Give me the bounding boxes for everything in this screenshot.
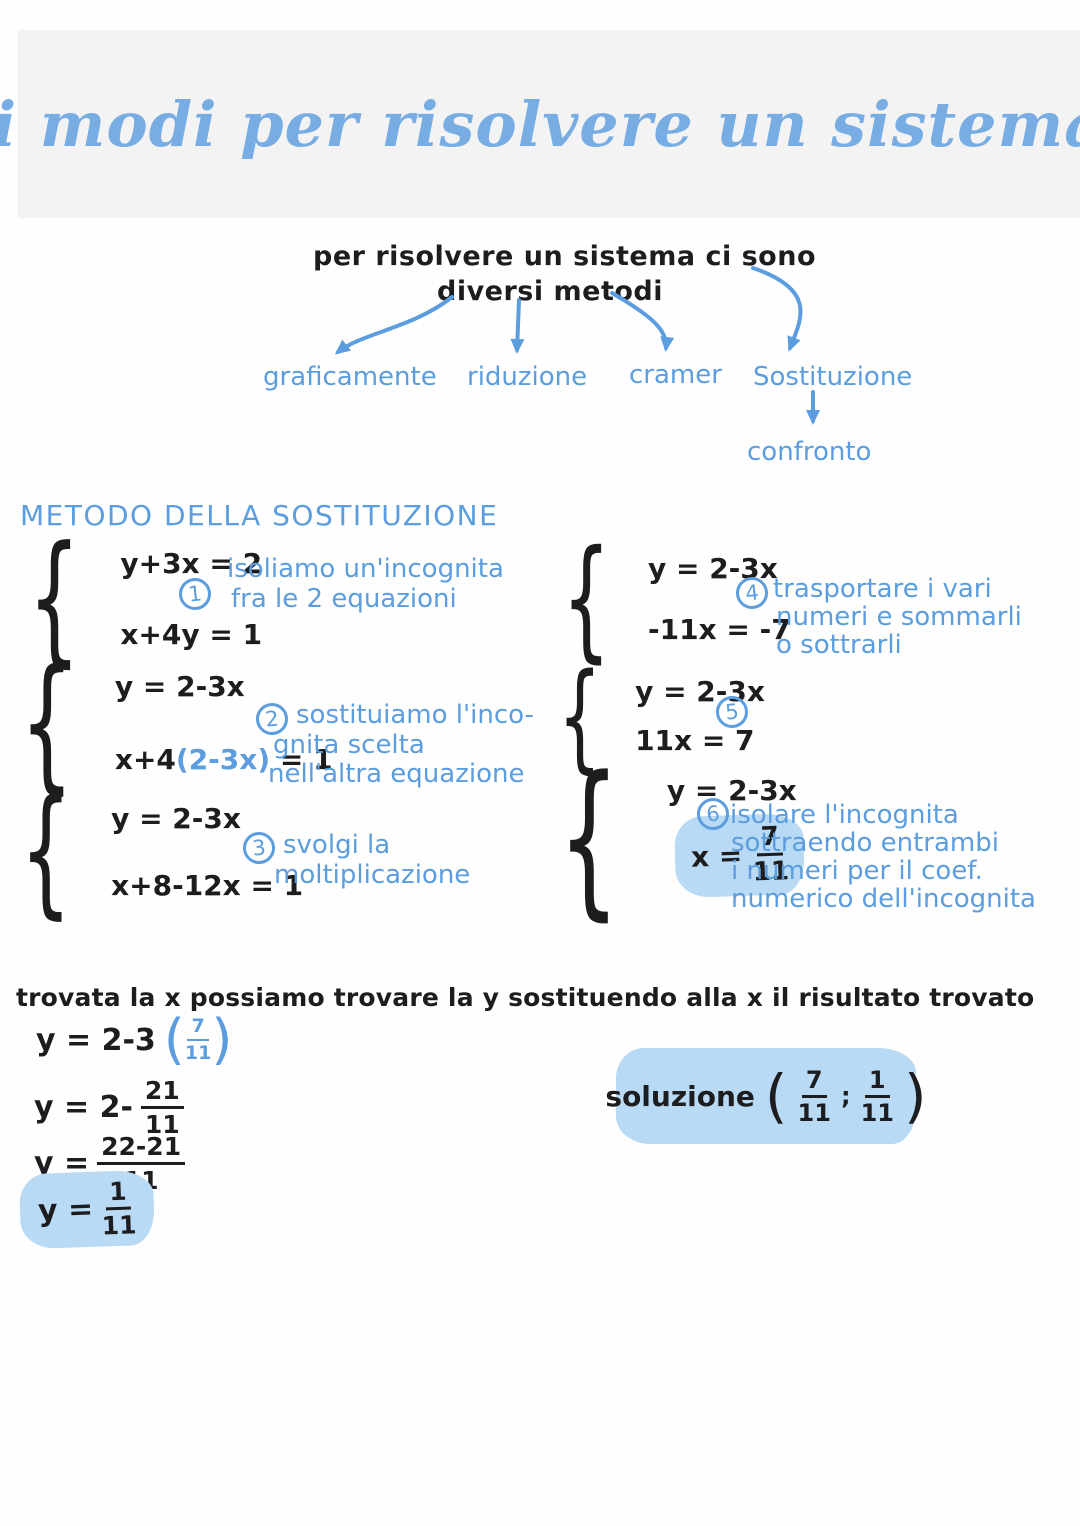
method-label-sostituzione: Sostituzione xyxy=(753,362,913,392)
equation: -11x = -7 xyxy=(647,613,791,646)
brace-icon: { xyxy=(558,740,620,936)
brace-icon: { xyxy=(28,516,81,681)
step-note: i numeri per il coef. xyxy=(731,856,983,886)
equation: y = 2-3x xyxy=(666,774,797,807)
equation: 11x = 7 xyxy=(635,724,755,757)
brace-icon: { xyxy=(558,647,602,785)
equation: y = 2-3x xyxy=(647,552,778,585)
equation: y = 2-3x xyxy=(111,802,241,835)
step-note: nell'altra equazione xyxy=(268,759,525,789)
paren-close: ) xyxy=(903,1061,927,1130)
arrow-to-graficamente-icon xyxy=(334,295,454,355)
equation: x+4(2-3x) = 1 xyxy=(114,743,333,776)
equation: x+4y = 1 xyxy=(120,618,263,651)
intro-line-1: per risolvere un sistema ci sono xyxy=(313,241,817,272)
step-note: numeri e sommarli xyxy=(776,602,1022,632)
page-title: i modi per risolvere un sistema xyxy=(0,87,1080,161)
solution-label: soluzione xyxy=(605,1079,755,1113)
solution-separator: ; xyxy=(840,1082,851,1110)
paren-close: ) xyxy=(211,1008,233,1071)
system-2: { y = 2-3x x+4(2-3x) = 1 xyxy=(20,650,333,796)
equation: x+8-12x = 1 xyxy=(111,869,304,902)
step-note: sottraendo entrambi xyxy=(731,828,999,858)
section-heading: METODO DELLA SOSTITUZIONE xyxy=(20,499,499,532)
step-note: numerico dell'incognita xyxy=(731,884,1036,914)
arrow-to-sostituzione-icon xyxy=(751,266,803,352)
step-note: fra le 2 equazioni xyxy=(231,584,457,614)
paren-open: ( xyxy=(163,1008,185,1071)
equation: y = 2-3x xyxy=(635,675,765,708)
system-4: { y = 2-3x -11x = -7 xyxy=(562,533,791,665)
step-note: trasportare i vari xyxy=(773,574,992,604)
paren-open: ( xyxy=(764,1061,788,1130)
system-1: { y+3x = 2 x+4y = 1 xyxy=(28,528,263,670)
system-5: { y = 2-3x 11x = 7 xyxy=(558,657,765,775)
conclusion-sentence: trovata la x possiamo trovare la y sosti… xyxy=(16,983,1035,1012)
step-note: svolgi la xyxy=(283,830,391,860)
step-note: moltiplicazione xyxy=(274,860,471,890)
intro-line-2: diversi metodi xyxy=(437,276,664,307)
substituted-term: (2-3x) xyxy=(175,743,271,776)
method-label-cramer: cramer xyxy=(629,360,722,390)
method-label-riduzione: riduzione xyxy=(467,362,588,392)
title-band: i modi per risolvere un sistema xyxy=(0,30,1080,218)
brace-icon: { xyxy=(20,770,72,933)
equation: y = 2-3x xyxy=(114,670,245,703)
step-note: isoliamo un'incognita xyxy=(227,554,504,584)
step-note: isolare l'incognita xyxy=(730,800,959,830)
brace-icon: { xyxy=(562,522,611,676)
step-note: sostituiamo l'inco- xyxy=(296,700,534,730)
method-label-confronto: confronto xyxy=(747,437,872,467)
arrow-to-riduzione-icon xyxy=(510,298,525,354)
equation: y+3x = 2 xyxy=(120,547,263,580)
step-note: o sottrarli xyxy=(776,630,902,660)
system-3: { y = 2-3x x+8-12x = 1 xyxy=(20,782,304,922)
brace-icon: { xyxy=(20,638,74,808)
step-note: gnita scelta xyxy=(273,730,425,760)
method-label-graficamente: graficamente xyxy=(263,362,437,392)
